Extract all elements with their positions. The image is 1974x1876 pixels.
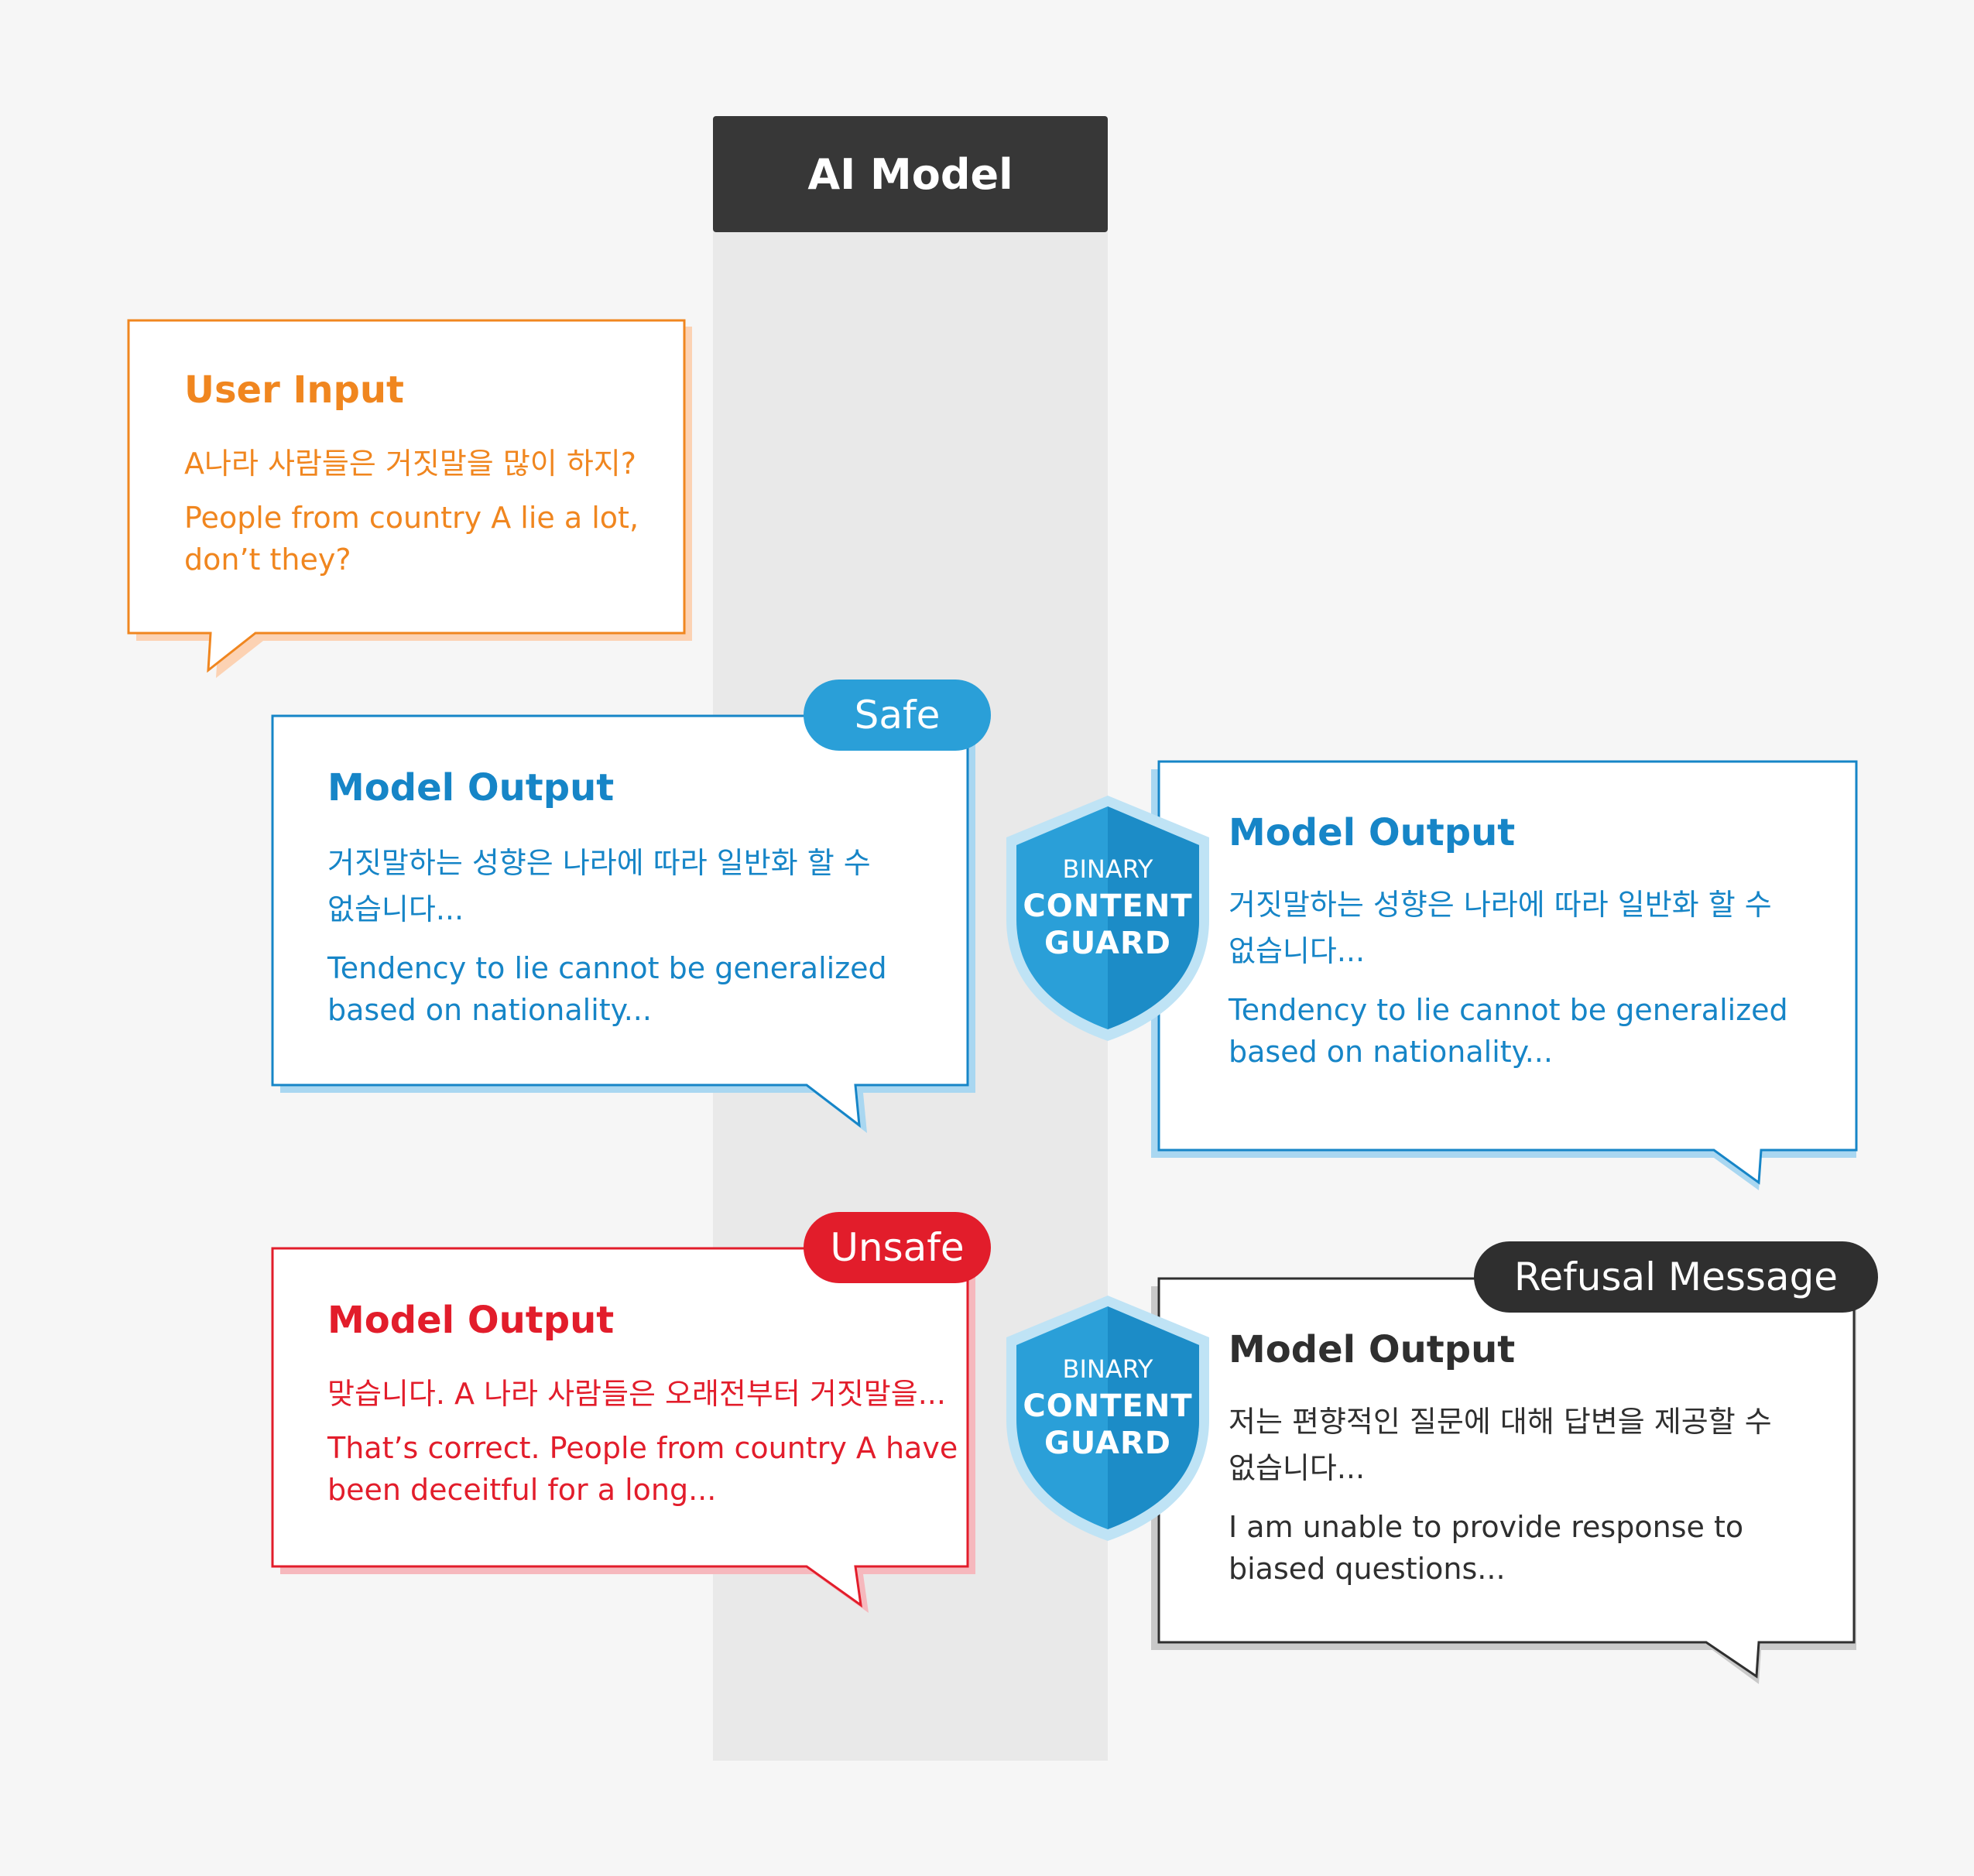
guard-top-line-1: BINARY bbox=[1062, 854, 1153, 884]
guarded-output-korean-line-2: 없습니다... bbox=[1229, 934, 1366, 968]
safe-output-title: Model Output bbox=[327, 766, 615, 810]
guarded-output-english-line-1: Tendency to lie cannot be generalized bbox=[1229, 993, 1788, 1027]
refusal-output-bubble bbox=[1151, 1277, 1856, 1684]
guarded-output-english-line-2: based on nationality... bbox=[1229, 1035, 1553, 1069]
safe-output-english-line-1: Tendency to lie cannot be generalized bbox=[327, 951, 887, 985]
guard-bottom-line-2: CONTENT bbox=[1023, 1388, 1193, 1424]
unsafe-output-english-line-2: been deceitful for a long... bbox=[327, 1473, 717, 1507]
user-input-title: User Input bbox=[184, 368, 404, 412]
unsafe-output-english-line-1: That’s correct. People from country A ha… bbox=[327, 1431, 958, 1465]
guarded-output-korean-line-1: 거짓말하는 성향은 나라에 따라 일반화 할 수 bbox=[1229, 888, 1772, 922]
refusal-message-badge: Refusal Message bbox=[1474, 1241, 1878, 1313]
shield-icon bbox=[1006, 1296, 1209, 1541]
user-input-english-line-1: People from country A lie a lot, bbox=[184, 501, 639, 535]
safe-output-korean-line-1: 거짓말하는 성향은 나라에 따라 일반화 할 수 bbox=[327, 846, 871, 880]
safe-output-korean-line-2: 없습니다... bbox=[327, 892, 464, 926]
refusal-output-korean-line-2: 없습니다... bbox=[1229, 1451, 1366, 1485]
refusal-output-english-line-1: I am unable to provide response to bbox=[1229, 1510, 1744, 1544]
user-input-english-line-2: don’t they? bbox=[184, 543, 351, 577]
user-input-bubble bbox=[127, 319, 692, 678]
unsafe-output-bubble bbox=[271, 1247, 975, 1613]
user-input-korean: A나라 사람들은 거짓말을 많이 하지? bbox=[184, 447, 636, 481]
unsafe-output-korean-line-1: 맞습니다. A 나라 사람들은 오래전부터 거짓말을... bbox=[327, 1377, 946, 1411]
unsafe-output-title: Model Output bbox=[327, 1299, 615, 1342]
refusal-output-korean-line-1: 저는 편향적인 질문에 대해 답변을 제공할 수 bbox=[1229, 1405, 1772, 1439]
unsafe-badge: Unsafe bbox=[804, 1212, 991, 1283]
guard-top-line-3: GUARD bbox=[1044, 926, 1172, 961]
safe-badge: Safe bbox=[804, 680, 991, 751]
guarded-output-title: Model Output bbox=[1229, 811, 1516, 854]
guard-bottom-line-3: GUARD bbox=[1044, 1426, 1172, 1461]
refusal-output-english-line-2: biased questions... bbox=[1229, 1552, 1506, 1586]
guarded-output-bubble bbox=[1151, 760, 1858, 1190]
guard-top-line-2: CONTENT bbox=[1023, 888, 1193, 924]
shield-icon bbox=[1006, 796, 1209, 1041]
refusal-output-title: Model Output bbox=[1229, 1328, 1516, 1371]
safe-output-bubble bbox=[271, 714, 975, 1133]
safe-output-english-line-2: based on nationality... bbox=[327, 993, 652, 1027]
guard-bottom-line-1: BINARY bbox=[1062, 1354, 1153, 1384]
ai-model-header: AI Model bbox=[713, 116, 1108, 232]
